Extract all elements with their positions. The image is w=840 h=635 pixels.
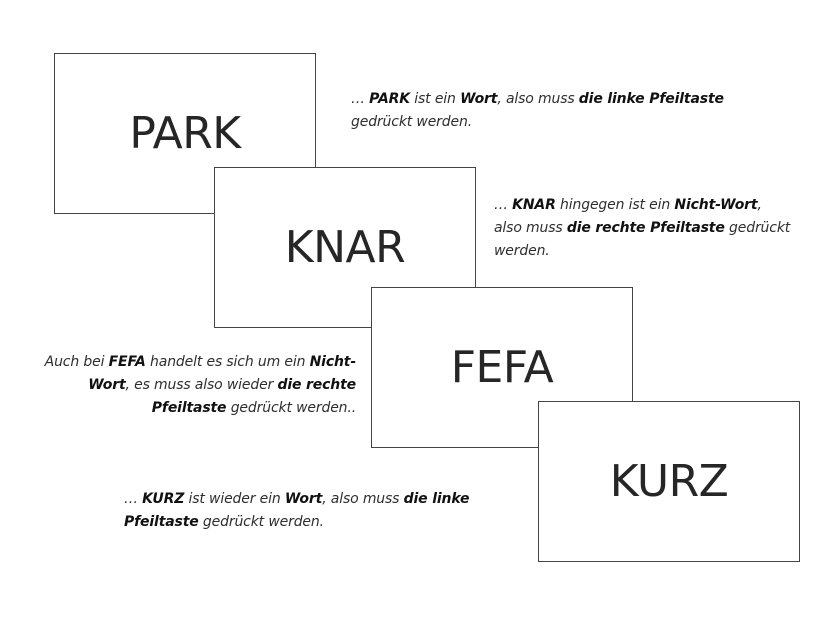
note-text: … <box>494 197 513 213</box>
note-text: Auch bei <box>44 354 109 370</box>
note-emphasis: Wort <box>460 91 498 107</box>
note-emphasis: KNAR <box>512 197 556 213</box>
instruction-note-kurz: … KURZ ist wieder ein Wort, also muss di… <box>124 488 524 534</box>
note-line: … PARK ist ein Wort, also muss die linke… <box>351 88 781 111</box>
card-word: PARK <box>129 108 241 159</box>
instruction-note-knar: … KNAR hingegen ist ein Nicht-Wort, also… <box>494 194 814 263</box>
instruction-note-fefa: Auch bei FEFA handelt es sich um ein Nic… <box>20 351 356 420</box>
note-text: handelt es sich um ein <box>145 354 310 370</box>
note-emphasis: Nicht-Wort <box>674 197 758 213</box>
note-line: Pfeiltaste gedrückt werden.. <box>20 397 356 420</box>
note-text: gedrückt werden. <box>198 514 324 530</box>
note-emphasis: Pfeiltaste <box>151 400 227 416</box>
note-emphasis: die rechte Pfeiltaste <box>566 220 725 236</box>
note-emphasis: die rechte <box>277 377 356 393</box>
note-line: Wort, es muss also wieder die rechte <box>20 374 356 397</box>
note-text: , also muss <box>322 491 404 507</box>
note-emphasis: KURZ <box>142 491 185 507</box>
note-emphasis: Nicht- <box>309 354 357 370</box>
note-text: hingegen ist ein <box>555 197 675 213</box>
note-line: Pfeiltaste gedrückt werden. <box>124 511 524 534</box>
instruction-note-park: … PARK ist ein Wort, also muss die linke… <box>351 88 781 134</box>
note-line: werden. <box>494 240 814 263</box>
note-emphasis: FEFA <box>108 354 146 370</box>
note-emphasis: Wort <box>284 491 323 507</box>
note-line: gedrückt werden. <box>351 111 781 134</box>
note-text: also muss <box>494 220 567 236</box>
note-emphasis: die linke Pfeiltaste <box>578 91 724 107</box>
note-text: ist ein <box>410 91 461 107</box>
note-text: gedrückt werden.. <box>226 400 356 416</box>
note-text: ist wieder ein <box>184 491 285 507</box>
note-text: gedrückt werden. <box>351 114 473 130</box>
word-card-kurz: KURZ <box>538 401 800 562</box>
note-emphasis: Wort <box>88 377 126 393</box>
card-word: KNAR <box>284 222 406 273</box>
note-text: , also muss <box>497 91 579 107</box>
note-line: Auch bei FEFA handelt es sich um ein Nic… <box>20 351 356 374</box>
note-text: … <box>124 491 143 507</box>
note-line: also muss die rechte Pfeiltaste gedrückt <box>494 217 814 240</box>
note-text: , es muss also wieder <box>125 377 278 393</box>
word-card-park: PARK <box>54 53 316 214</box>
note-emphasis: Pfeiltaste <box>124 514 199 530</box>
note-emphasis: PARK <box>369 91 410 107</box>
note-text: werden. <box>494 243 550 259</box>
card-word: KURZ <box>609 456 729 507</box>
note-line: … KURZ ist wieder ein Wort, also muss di… <box>124 488 524 511</box>
note-text: gedrückt <box>724 220 791 236</box>
note-line: … KNAR hingegen ist ein Nicht-Wort, <box>494 197 762 213</box>
note-text: … <box>351 91 370 107</box>
card-word: FEFA <box>450 342 554 393</box>
note-emphasis: die linke <box>403 491 470 507</box>
